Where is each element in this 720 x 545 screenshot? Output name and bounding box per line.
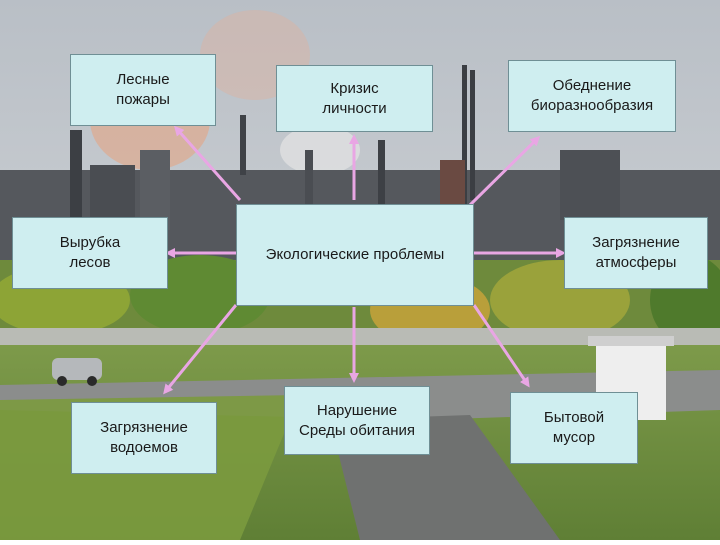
node-personality-crisis: Кризис личности [276, 65, 433, 132]
node-water-pollution: Загрязнение водоемов [71, 402, 217, 474]
node-forest-fires: Лесные пожары [70, 54, 216, 126]
node-ecological-problems: Экологические проблемы [236, 204, 474, 306]
arrow-to-forest-fires [174, 125, 242, 201]
arrow-to-household-waste [472, 304, 530, 388]
arrow-to-biodiversity-loss [468, 135, 541, 207]
arrow-to-water-pollution [163, 304, 238, 395]
node-air-pollution: Загрязнение атмосферы [564, 217, 708, 289]
node-biodiversity-loss: Обеднение биоразнообразия [508, 60, 676, 132]
node-household-waste: Бытовой мусор [510, 392, 638, 464]
node-habitat-disruption: Нарушение Среды обитания [284, 386, 430, 455]
node-deforestation: Вырубка лесов [12, 217, 168, 289]
